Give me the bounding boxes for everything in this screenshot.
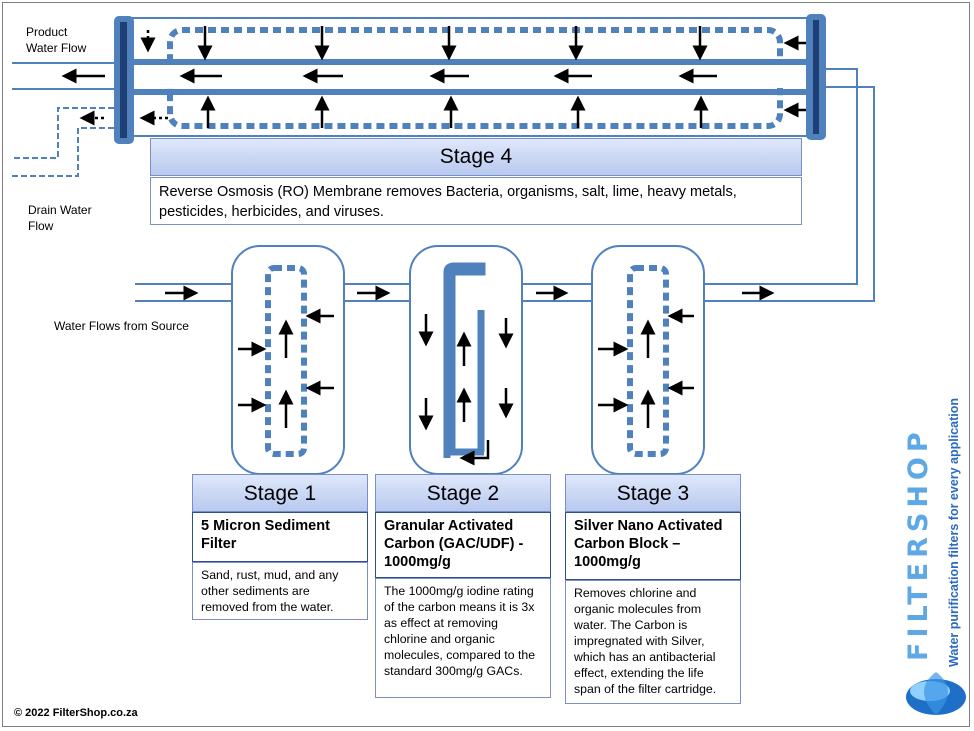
stage-3-name: Silver Nano Activated Carbon Block – 100…: [565, 512, 741, 580]
stage-3-housing: [591, 245, 705, 475]
copyright-text: © 2022 FilterShop.co.za: [14, 707, 138, 719]
stage-1-name: 5 Micron Sediment Filter: [192, 512, 368, 562]
stage-2-name: Granular Activated Carbon (GAC/UDF) - 10…: [375, 512, 551, 578]
stage-2-housing: [409, 245, 523, 475]
stage-4-description: Reverse Osmosis (RO) Membrane removes Ba…: [150, 177, 802, 225]
stage-2-description: The 1000mg/g iodine rating of the carbon…: [375, 578, 551, 698]
drain-water-pipe: [12, 107, 114, 177]
ro-membrane-housing: [114, 14, 826, 144]
source-pipe: [135, 283, 596, 302]
ro-inlet-pipe: [690, 68, 875, 302]
drain-water-flow-label: Drain Water Flow: [28, 203, 92, 233]
source-flow-label: Water Flows from Source: [54, 319, 189, 333]
ro-flow-arrows: [139, 26, 806, 128]
brand-tagline: Water purification filters for every app…: [947, 397, 961, 667]
stage-2-title: Stage 2: [375, 474, 551, 512]
stage-1-title: Stage 1: [192, 474, 368, 512]
stage-3-title: Stage 3: [565, 474, 741, 512]
stage-1-housing: [231, 245, 345, 475]
brand-block: FILTERSHOP Water purification filters fo…: [903, 371, 971, 671]
water-drop-icon: [906, 672, 966, 715]
product-water-pipe: [12, 62, 114, 90]
stage-1-description: Sand, rust, mud, and any other sediments…: [192, 562, 368, 620]
brand-name: FILTERSHOP: [903, 427, 934, 661]
product-water-flow-label: Product Water Flow: [26, 25, 87, 55]
stage-4-title: Stage 4: [150, 138, 802, 176]
stage-3-description: Removes chlorine and organic molecules f…: [565, 580, 741, 704]
